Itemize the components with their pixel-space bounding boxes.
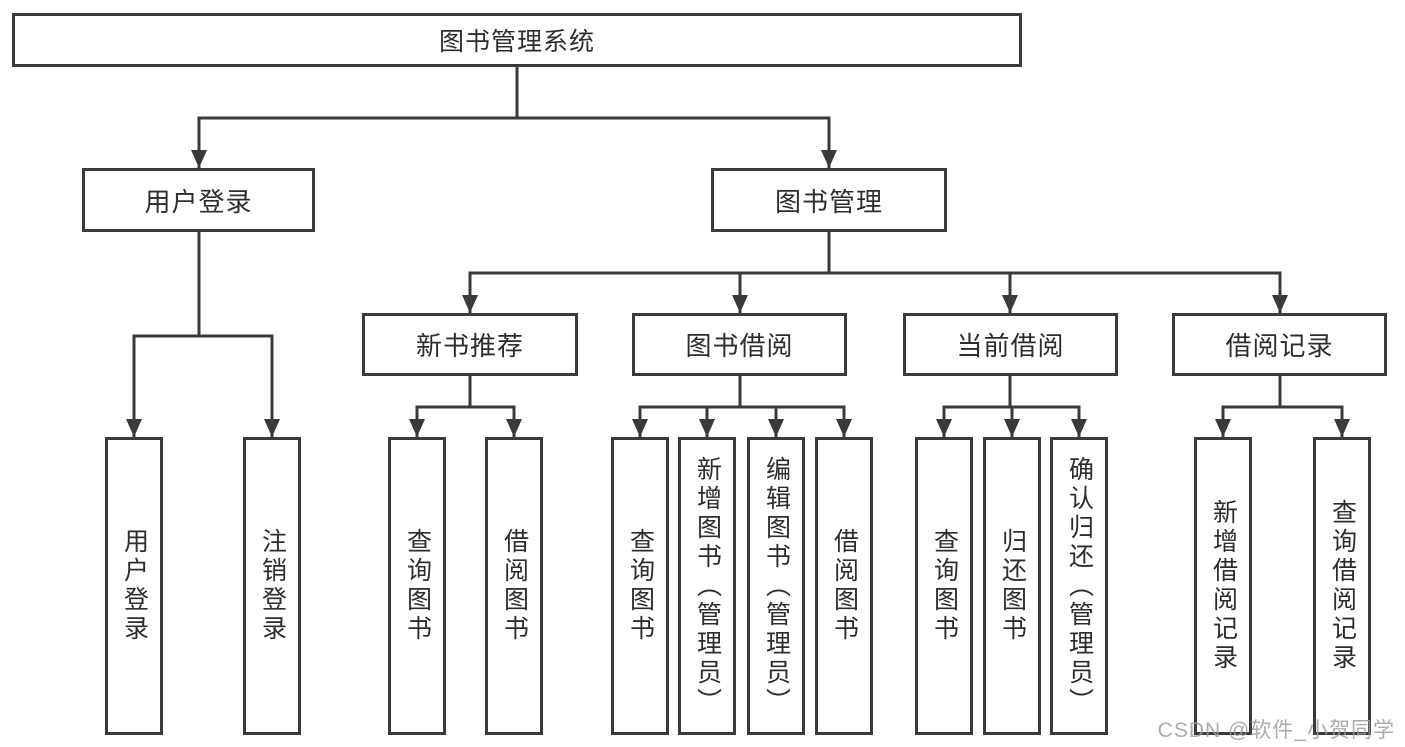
node-borrow-records: 借阅记录 bbox=[1172, 313, 1387, 376]
node-current-borrow: 当前借阅 bbox=[903, 313, 1118, 376]
edge-currentborrow-leaf2 bbox=[1004, 376, 1020, 437]
leaf-query-borrow-record: 查询借阅记录 bbox=[1313, 437, 1371, 735]
edge-currentborrow-leaf1 bbox=[936, 376, 1012, 437]
edge-newbook-leaf2 bbox=[468, 376, 522, 437]
edge-mgmt-borrowrecords bbox=[827, 232, 1288, 313]
node-user-login: 用户登录 bbox=[82, 168, 315, 232]
leaf-query-books-borrow: 查询图书 bbox=[611, 437, 669, 735]
edge-bookborrow-leaf4 bbox=[738, 376, 852, 437]
leaf-query-books-recommend: 查询图书 bbox=[388, 437, 446, 735]
edge-currentborrow-leaf3 bbox=[1008, 376, 1087, 437]
watermark: CSDN @软件_小贺同学 bbox=[1157, 719, 1395, 742]
leaf-add-book-admin: 新增图书（管理员） bbox=[678, 437, 736, 735]
edge-mgmt-newbook bbox=[462, 232, 831, 313]
leaf-borrow-books-borrow: 借阅图书 bbox=[815, 437, 873, 735]
node-book-management: 图书管理 bbox=[711, 168, 947, 232]
edge-bookborrow-leaf3 bbox=[738, 376, 784, 437]
leaf-edit-book-admin: 编辑图书（管理员） bbox=[747, 437, 805, 735]
edge-mgmt-currentborrow bbox=[827, 232, 1018, 313]
leaf-return-book: 归还图书 bbox=[983, 437, 1041, 735]
edge-bookborrow-leaf2 bbox=[699, 376, 742, 437]
edge-mgmt-bookborrow bbox=[732, 232, 831, 313]
edge-borrowrecords-leaf2 bbox=[1278, 376, 1350, 437]
leaf-query-books-current: 查询图书 bbox=[915, 437, 973, 735]
leaf-borrow-books-recommend: 借阅图书 bbox=[485, 437, 543, 735]
edge-newbook-leaf1 bbox=[409, 376, 472, 437]
node-book-borrow: 图书借阅 bbox=[632, 313, 847, 376]
edge-userlogin-leaf2 bbox=[197, 232, 280, 437]
leaf-confirm-return-admin: 确认归还（管理员） bbox=[1050, 437, 1108, 735]
edge-bookborrow-leaf1 bbox=[632, 376, 742, 437]
edge-root-book-management bbox=[515, 67, 837, 168]
leaf-logout-login: 注销登录 bbox=[243, 437, 301, 735]
node-new-book-recommend: 新书推荐 bbox=[362, 313, 578, 376]
edge-userlogin-leaf1 bbox=[126, 232, 201, 437]
edge-root-user-login bbox=[191, 67, 519, 168]
leaf-add-borrow-record: 新增借阅记录 bbox=[1194, 437, 1252, 735]
leaf-user-login: 用户登录 bbox=[105, 437, 163, 735]
edge-borrowrecords-leaf1 bbox=[1215, 376, 1282, 437]
node-library-management-system: 图书管理系统 bbox=[12, 13, 1022, 67]
